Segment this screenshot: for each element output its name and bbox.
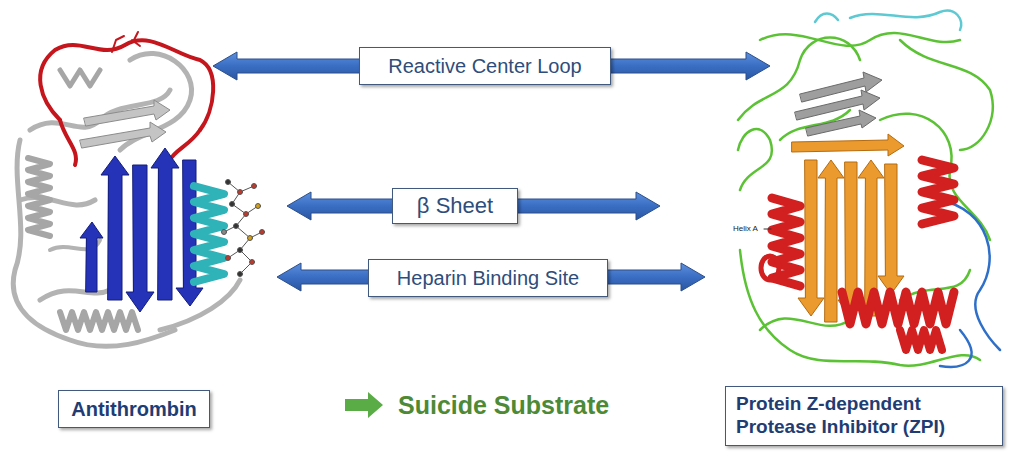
reactive-loop (170, 130, 200, 160)
box-text: Protein Z-dependent Protease Inhibitor (… (736, 393, 992, 439)
blue-strand (80, 222, 103, 292)
grey-strand (800, 72, 882, 102)
box-text: Reactive Center Loop (388, 54, 581, 78)
reactive-loop (60, 120, 76, 165)
atom (238, 190, 243, 195)
atom (248, 236, 253, 241)
antithrombin-structure (13, 32, 264, 346)
helix-turn (761, 256, 779, 280)
atom (250, 260, 255, 265)
red-helix (842, 292, 954, 324)
atom (226, 256, 231, 261)
leader-line (764, 229, 771, 230)
blue-strand (151, 148, 179, 300)
heparin-molecule (222, 180, 265, 277)
green-loop (738, 129, 772, 190)
atom (222, 230, 227, 235)
label-box: β Sheet (392, 188, 518, 224)
atom (230, 202, 235, 207)
box-text: Heparin Binding Site (397, 266, 579, 290)
box-text: β Sheet (417, 193, 493, 219)
protein-name-box: Protein Z-dependent Protease Inhibitor (… (725, 386, 1003, 446)
green-arrow (345, 392, 383, 418)
molecule-bond (224, 182, 262, 274)
red-helix (922, 160, 954, 224)
grey-strand (80, 122, 166, 148)
blue-strand (101, 156, 129, 300)
helix-label: Helix A (733, 224, 758, 234)
atom (234, 224, 239, 229)
atom (260, 230, 265, 235)
atom (244, 212, 249, 217)
mechanism-label: Suicide Substrate (398, 390, 609, 420)
green-loop (900, 40, 993, 150)
grey-strand (84, 100, 170, 126)
orange-strand (878, 164, 904, 294)
grey-ribbon (13, 140, 175, 346)
heparin-helix (194, 186, 224, 282)
double-arrow (277, 263, 705, 291)
grey-helix (60, 70, 100, 86)
protein-name-box: Antithrombin (58, 390, 210, 428)
atom (238, 272, 243, 277)
atom (256, 204, 261, 209)
grey-helix (60, 312, 138, 330)
loop-sidechain (112, 32, 140, 52)
reactive-loop (40, 40, 213, 130)
cyan-loop (815, 14, 838, 23)
atom (252, 184, 257, 189)
blue-loop (940, 200, 1000, 350)
grey-helix (28, 158, 50, 236)
label-box: Heparin Binding Site (368, 259, 608, 297)
label-box: Reactive Center Loop (359, 47, 610, 85)
box-text: Antithrombin (71, 397, 197, 421)
orange-strand (792, 134, 904, 156)
grey-ribbon (40, 290, 110, 300)
grey-strand (806, 110, 876, 136)
zpi-structure (738, 11, 1000, 367)
red-helix (900, 330, 942, 350)
atom (226, 180, 231, 185)
blue-strand (126, 165, 154, 312)
double-arrow (213, 52, 770, 80)
atom (238, 248, 243, 253)
double-arrow (287, 192, 660, 220)
cyan-loop (850, 11, 961, 30)
green-loop (760, 33, 960, 46)
